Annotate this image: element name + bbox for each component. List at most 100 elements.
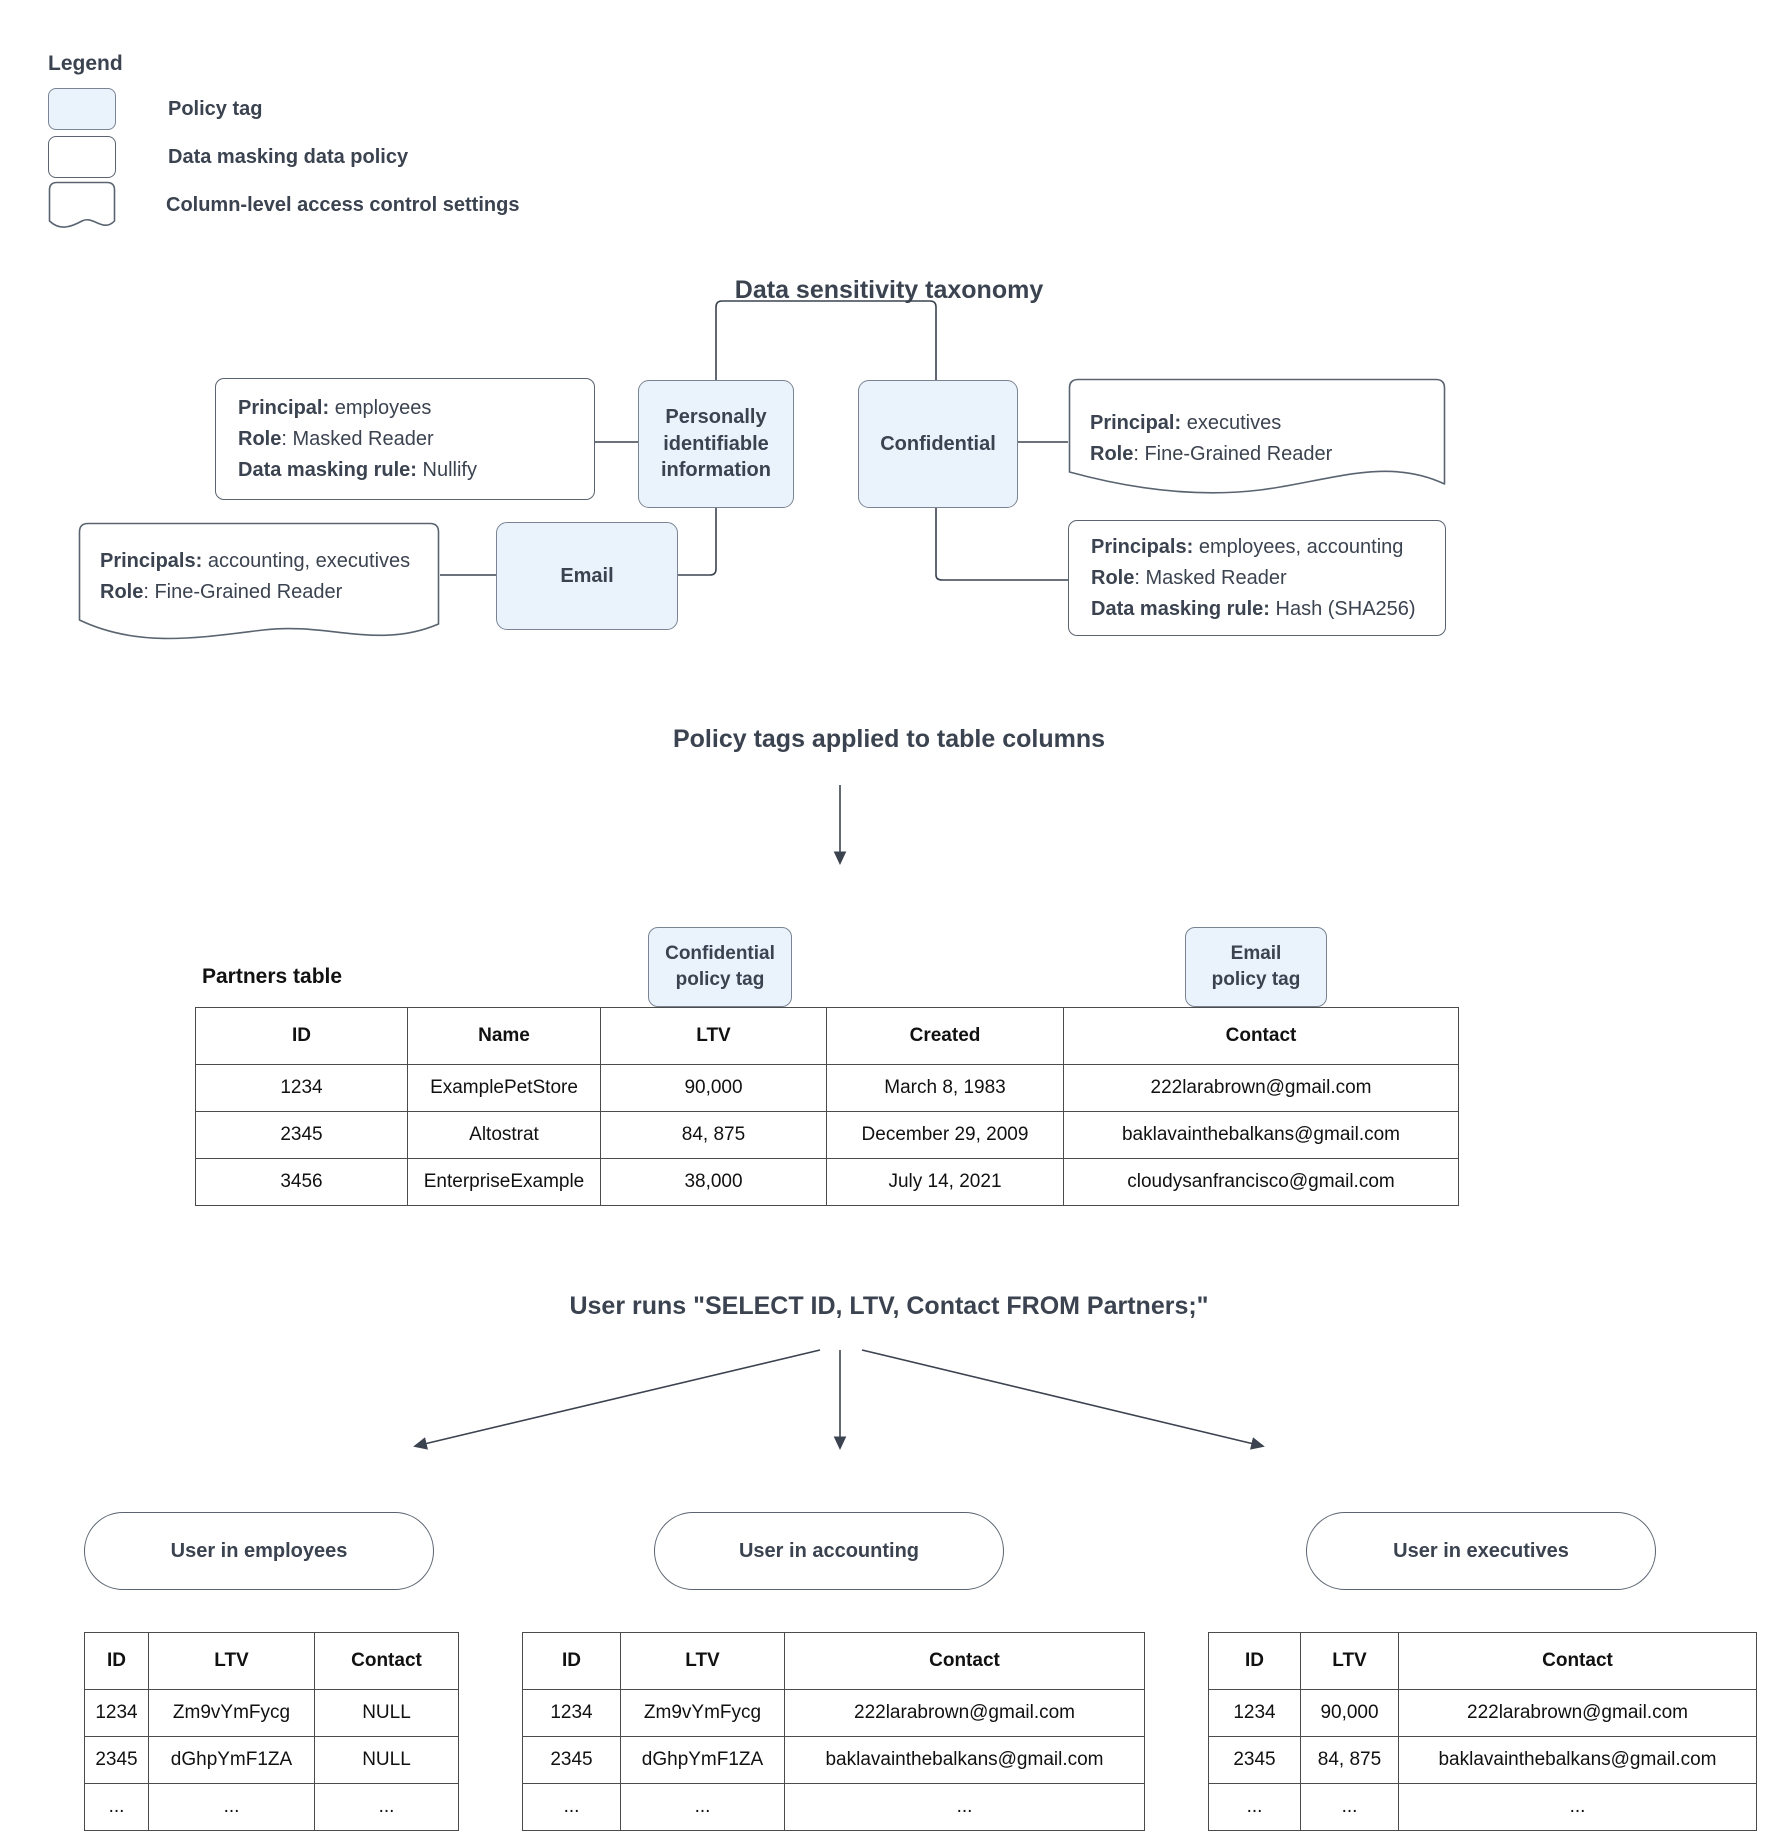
pill-user-in-executives: User in executives — [1306, 1512, 1656, 1590]
result-group-accounting: User in accounting ID LTV Contact 1234 Z… — [522, 1512, 1145, 1831]
cell-contact: cloudysanfrancisco@gmail.com — [1063, 1158, 1459, 1206]
table-row: ... ... ... — [522, 1783, 1145, 1831]
legend-item-data-masking: Data masking data policy — [48, 134, 648, 180]
cell-contact: 222larabrown@gmail.com — [784, 1689, 1145, 1737]
cell-id: 2345 — [1208, 1736, 1301, 1784]
cell-contact: baklavainthebalkans@gmail.com — [1063, 1111, 1459, 1159]
cell-id: ... — [1208, 1783, 1301, 1831]
partners-table: ID Name LTV Created Contact 1234 Example… — [195, 1007, 1459, 1206]
cell-created: July 14, 2021 — [826, 1158, 1064, 1206]
column-header-created: Created — [826, 1007, 1064, 1065]
column-header-contact: Contact — [784, 1632, 1145, 1690]
policy-line: Principal: employees — [238, 396, 432, 419]
cell-id: ... — [84, 1783, 149, 1831]
cell-id: 1234 — [1208, 1689, 1301, 1737]
table-row: ... ... ... — [84, 1783, 459, 1831]
column-header-ltv: LTV — [600, 1007, 827, 1065]
cell-contact: baklavainthebalkans@gmail.com — [1398, 1736, 1757, 1784]
partners-table-label: Partners table — [202, 965, 343, 988]
confidential-policy-tag-badge[interactable]: Confidential policy tag — [648, 927, 792, 1007]
taxonomy-title: Data sensitivity taxonomy — [734, 276, 1044, 304]
policy-tag-pii[interactable]: Personally identifiable information — [638, 380, 794, 508]
table-header-row: ID LTV Contact — [522, 1632, 1145, 1690]
data-masking-swatch-icon — [48, 136, 116, 178]
query-title: User runs "SELECT ID, LTV, Contact FROM … — [569, 1292, 1209, 1320]
applied-title: Policy tags applied to table columns — [672, 725, 1106, 753]
table-row: ... ... ... — [1208, 1783, 1757, 1831]
policy-line: Role: Fine-Grained Reader — [1090, 443, 1333, 465]
table-row: 2345 Altostrat 84, 875 December 29, 2009… — [195, 1111, 1459, 1159]
column-header-ltv: LTV — [620, 1632, 785, 1690]
cell-ltv: ... — [148, 1783, 315, 1831]
table-row: 1234 Zm9vYmFycg 222larabrown@gmail.com — [522, 1689, 1145, 1737]
cell-ltv: 38,000 — [600, 1158, 827, 1206]
cell-contact: 222larabrown@gmail.com — [1398, 1689, 1757, 1737]
result-group-employees: User in employees ID LTV Contact 1234 Zm… — [84, 1512, 459, 1831]
cell-name: EnterpriseExample — [407, 1158, 601, 1206]
cell-ltv: 90,000 — [1300, 1689, 1399, 1737]
cell-id: ... — [522, 1783, 621, 1831]
cell-ltv: Zm9vYmFycg — [620, 1689, 785, 1737]
pill-user-in-accounting: User in accounting — [654, 1512, 1004, 1590]
cell-id: 2345 — [84, 1736, 149, 1784]
data-masking-policy-pii: Principal: employees Role: Masked Reader… — [215, 378, 595, 500]
policy-line: Principal: executives — [1090, 412, 1282, 434]
cell-ltv: 84, 875 — [600, 1111, 827, 1159]
cell-name: Altostrat — [407, 1111, 601, 1159]
table-row: 1234 90,000 222larabrown@gmail.com — [1208, 1689, 1757, 1737]
policy-line: Principals: employees, accounting — [1091, 535, 1404, 558]
results-table-executives: ID LTV Contact 1234 90,000 222larabrown@… — [1208, 1632, 1757, 1831]
column-header-id: ID — [195, 1007, 408, 1065]
cell-ltv: ... — [620, 1783, 785, 1831]
cell-created: December 29, 2009 — [826, 1111, 1064, 1159]
taxonomy-diagram: Personally identifiable information Conf… — [0, 290, 1778, 640]
query-fanout-arrows — [0, 1330, 1778, 1460]
cell-id: 1234 — [522, 1689, 621, 1737]
column-header-contact: Contact — [314, 1632, 459, 1690]
policy-line: Role: Fine-Grained Reader — [100, 581, 343, 603]
legend: Legend Policy tag Data masking data poli… — [48, 52, 648, 230]
table-row: 1234 ExamplePetStore 90,000 March 8, 198… — [195, 1064, 1459, 1112]
pill-user-in-employees: User in employees — [84, 1512, 434, 1590]
cell-ltv: 84, 875 — [1300, 1736, 1399, 1784]
cell-created: March 8, 1983 — [826, 1064, 1064, 1112]
cell-contact: NULL — [314, 1689, 459, 1737]
legend-item-column-access: Column-level access control settings — [48, 181, 648, 229]
cell-id: 2345 — [522, 1736, 621, 1784]
column-header-ltv: LTV — [1300, 1632, 1399, 1690]
column-access-settings-confidential: Principal: executives Role: Fine-Grained… — [1068, 378, 1446, 500]
cell-ltv: dGhpYmF1ZA — [620, 1736, 785, 1784]
table-row: 2345 dGhpYmF1ZA baklavainthebalkans@gmai… — [522, 1736, 1145, 1784]
cell-ltv: dGhpYmF1ZA — [148, 1736, 315, 1784]
result-group-executives: User in executives ID LTV Contact 1234 9… — [1208, 1512, 1757, 1831]
results-table-employees: ID LTV Contact 1234 Zm9vYmFycg NULL 2345… — [84, 1632, 459, 1831]
policy-tag-email[interactable]: Email — [496, 522, 678, 630]
table-row: 2345 84, 875 baklavainthebalkans@gmail.c… — [1208, 1736, 1757, 1784]
column-access-swatch-icon — [48, 181, 116, 229]
policy-line: Data masking rule: Nullify — [238, 458, 477, 481]
column-header-ltv: LTV — [148, 1632, 315, 1690]
column-header-contact: Contact — [1398, 1632, 1757, 1690]
taxonomy-connectors — [440, 300, 1068, 581]
policy-line: Role: Masked Reader — [1091, 566, 1287, 589]
table-row: 2345 dGhpYmF1ZA NULL — [84, 1736, 459, 1784]
legend-title: Legend — [48, 52, 123, 75]
cell-contact: ... — [1398, 1783, 1757, 1831]
cell-name: ExamplePetStore — [407, 1064, 601, 1112]
results-table-accounting: ID LTV Contact 1234 Zm9vYmFycg 222larabr… — [522, 1632, 1145, 1831]
cell-contact: ... — [314, 1783, 459, 1831]
wavy-card-outline — [1068, 378, 1446, 494]
column-header-name: Name — [407, 1007, 601, 1065]
fanout-arrow-icon — [413, 1349, 1265, 1451]
column-access-settings-email: Principals: accounting, executives Role:… — [78, 522, 440, 644]
policy-tag-swatch-icon — [48, 88, 116, 130]
cell-id: 2345 — [195, 1111, 408, 1159]
policy-tag-confidential[interactable]: Confidential — [858, 380, 1018, 508]
email-policy-tag-badge[interactable]: Email policy tag — [1185, 927, 1327, 1007]
legend-item-label: Policy tag — [168, 97, 263, 120]
table-header-row: ID LTV Contact — [1208, 1632, 1757, 1690]
cell-contact: baklavainthebalkans@gmail.com — [784, 1736, 1145, 1784]
table-header-row: ID LTV Contact — [84, 1632, 459, 1690]
wavy-card-outline — [78, 522, 440, 640]
applied-arrow-group — [0, 755, 1778, 875]
